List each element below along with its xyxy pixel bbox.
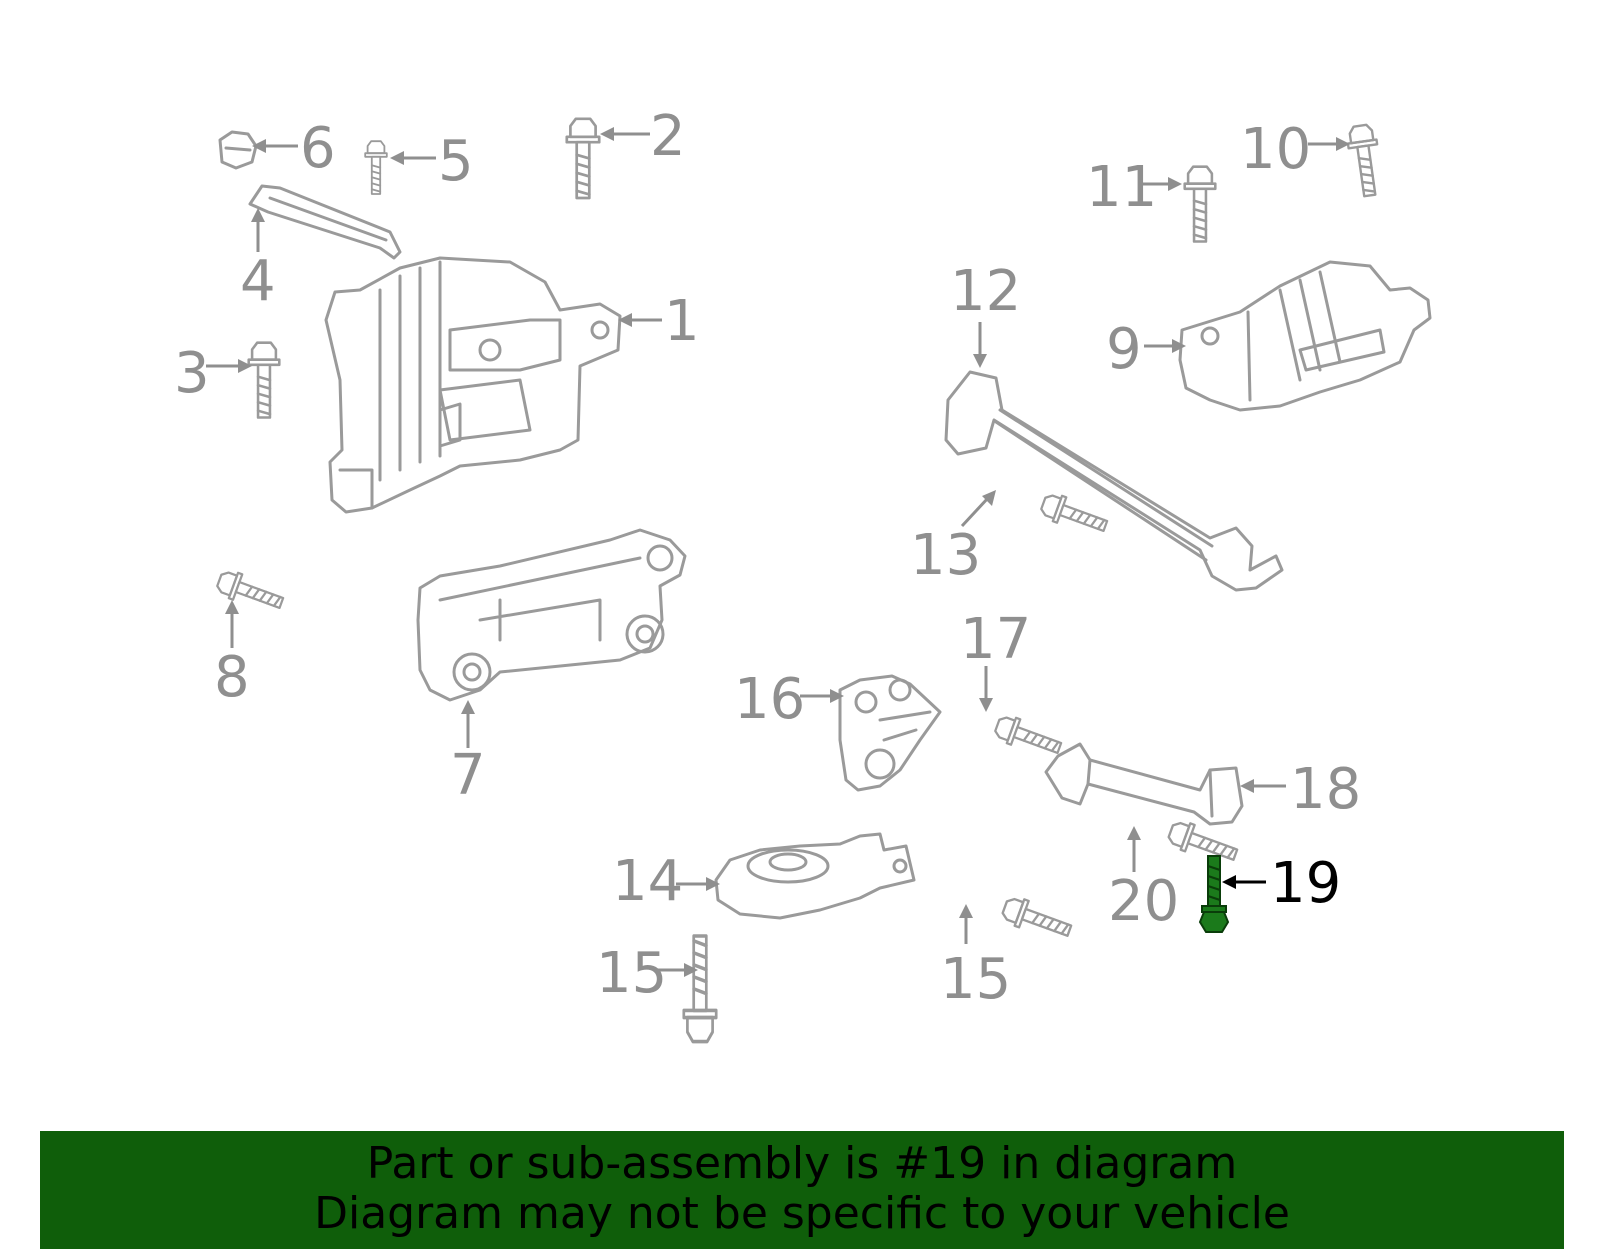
svg-text:14: 14	[612, 849, 683, 914]
part-9-trans-mount	[1178, 260, 1432, 412]
callout-6: 6	[252, 116, 336, 181]
callout-14: 14	[612, 849, 720, 914]
svg-text:2: 2	[650, 104, 686, 169]
callout-1: 1	[618, 289, 700, 354]
callout-7: 7	[450, 700, 486, 808]
svg-text:18: 18	[1290, 757, 1361, 822]
callout-11: 11	[1086, 155, 1182, 220]
part-13-bolt	[1037, 489, 1112, 540]
svg-text:15: 15	[596, 941, 667, 1006]
callout-2: 2	[600, 104, 686, 169]
svg-text:17: 17	[960, 607, 1031, 672]
part-15-bolt-vertical	[681, 934, 719, 1044]
callout-10: 10	[1240, 117, 1350, 182]
callout-18: 18	[1240, 757, 1361, 822]
part-18-rod	[1044, 742, 1244, 826]
svg-text:16: 16	[734, 667, 805, 732]
callout-20: 20	[1108, 826, 1179, 934]
part-12-torque-rod	[944, 370, 1284, 592]
svg-text:9: 9	[1106, 317, 1142, 382]
svg-text:1: 1	[664, 289, 700, 354]
part-10-bolt	[1344, 122, 1386, 199]
svg-text:13: 13	[910, 523, 981, 588]
svg-text:19: 19	[1270, 851, 1341, 916]
callout-8: 8	[214, 600, 250, 710]
part-15-bolt-angled	[998, 892, 1076, 946]
svg-text:5: 5	[438, 129, 474, 194]
info-banner: Part or sub-assembly is #19 in diagram D…	[40, 1131, 1564, 1249]
part-20-bolt	[1164, 816, 1242, 870]
svg-text:10: 10	[1240, 117, 1311, 182]
callout-5: 5	[390, 129, 474, 194]
callout-15-right: 15	[940, 904, 1011, 1012]
part-16-bracket	[838, 674, 942, 792]
callout-19: 19	[1222, 851, 1341, 916]
part-4-bracket	[248, 184, 402, 260]
callout-12: 12	[950, 259, 1021, 368]
svg-text:7: 7	[450, 743, 486, 808]
svg-text:3: 3	[174, 341, 210, 406]
parts-diagram: 6 5 2 4 1	[174, 104, 1432, 1044]
part-19-bolt-highlighted[interactable]	[1198, 855, 1230, 933]
callout-4: 4	[240, 208, 276, 314]
part-14-lower-mount	[714, 832, 916, 920]
svg-text:11: 11	[1086, 155, 1157, 220]
part-5-bolt	[364, 140, 388, 195]
callout-17: 17	[960, 607, 1031, 712]
part-7-bracket	[416, 528, 687, 702]
part-2-bolt	[565, 117, 601, 200]
part-6-nut	[218, 130, 258, 170]
svg-text:20: 20	[1108, 869, 1179, 934]
callout-15-left: 15	[596, 941, 698, 1006]
svg-text:8: 8	[214, 645, 250, 710]
svg-text:12: 12	[950, 259, 1021, 324]
callout-16: 16	[734, 667, 844, 732]
banner-line-1: Part or sub-assembly is #19 in diagram	[366, 1138, 1238, 1189]
svg-text:4: 4	[240, 249, 276, 314]
callout-9: 9	[1106, 317, 1186, 382]
part-8-bolt	[213, 566, 288, 617]
banner-line-2: Diagram may not be specific to your vehi…	[314, 1188, 1290, 1239]
part-11-bolt	[1183, 165, 1217, 243]
callout-3: 3	[174, 341, 252, 406]
svg-text:6: 6	[300, 116, 336, 181]
part-1-engine-mount	[324, 256, 622, 514]
part-17-bolt	[991, 711, 1066, 762]
svg-text:15: 15	[940, 947, 1011, 1012]
part-3-bolt	[247, 341, 281, 419]
callout-13: 13	[910, 490, 996, 588]
